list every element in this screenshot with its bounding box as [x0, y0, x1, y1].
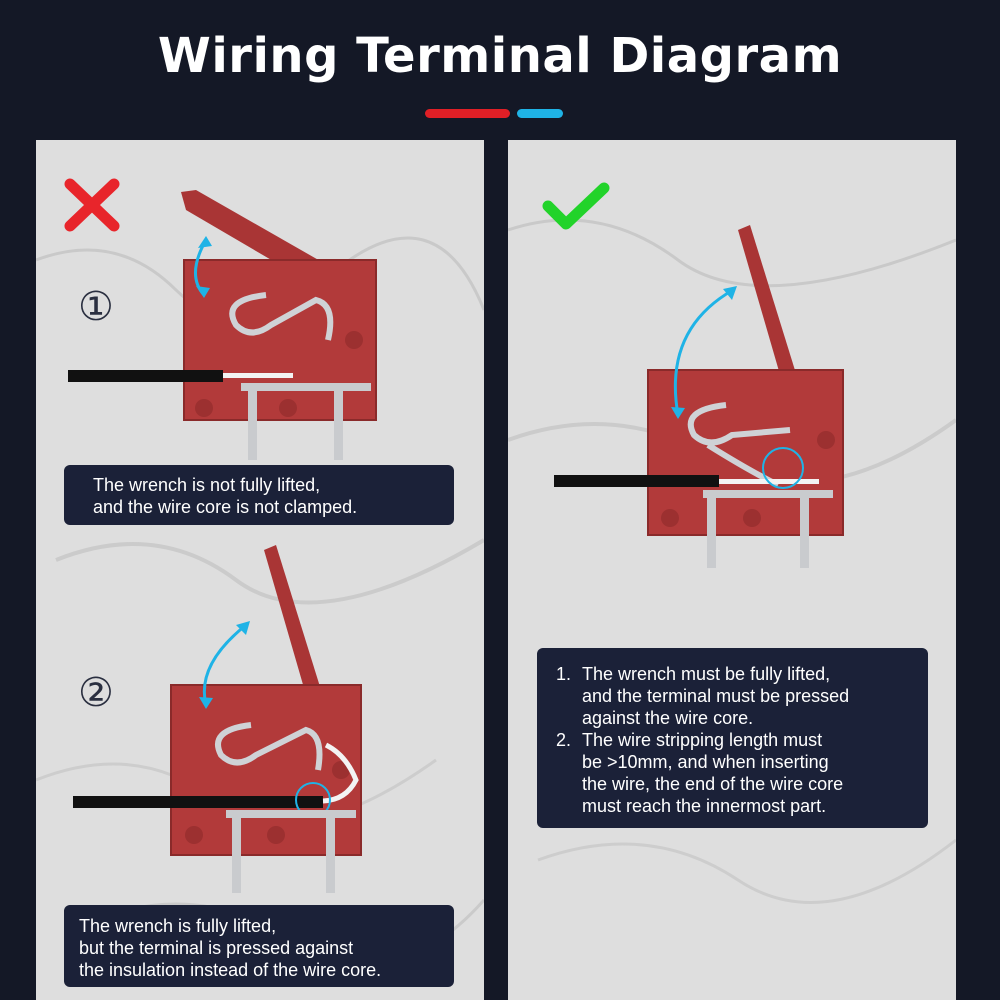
instruction-line: and the terminal must be pressed	[582, 686, 850, 706]
instruction-line: The wrench must be fully lifted,	[582, 664, 831, 684]
accent-bar-red	[425, 109, 510, 118]
instruction-number: 1.	[556, 664, 572, 684]
caption-line: but the terminal is pressed against	[79, 938, 354, 958]
instruction-line: must reach the innermost part.	[582, 796, 827, 816]
instruction-number: 2.	[556, 730, 572, 750]
terminal-illustration-1	[68, 190, 377, 460]
terminal-illustration-3	[554, 225, 844, 568]
instruction-line: be >10mm, and when inserting	[582, 752, 829, 772]
page-title: Wiring Terminal Diagram	[157, 28, 843, 84]
instructions-box: 1. The wrench must be fully lifted, and …	[537, 648, 928, 828]
caption-line: the insulation instead of the wire core.	[79, 960, 382, 980]
right-panel: 1. The wrench must be fully lifted, and …	[508, 140, 956, 1000]
caption-line: The wrench is not fully lifted,	[93, 475, 321, 495]
marble-background	[508, 140, 956, 1000]
terminal-illustration-2	[73, 545, 362, 893]
case2-caption: The wrench is fully lifted, but the term…	[64, 905, 454, 987]
check-icon	[542, 182, 610, 230]
instruction-line: The wire stripping length must	[582, 730, 823, 750]
instruction-line: the wire, the end of the wire core	[582, 774, 844, 794]
case-number-1: ①	[78, 284, 114, 330]
instruction-item: 1. The wrench must be fully lifted, and …	[556, 663, 928, 729]
case-number-2: ②	[78, 670, 114, 716]
accent-bar-blue	[517, 109, 563, 118]
case1-caption: The wrench is not fully lifted, and the …	[64, 465, 454, 525]
instruction-item: 2. The wire stripping length must be >10…	[556, 729, 928, 817]
instruction-line: against the wire core.	[582, 708, 754, 728]
caption-line: and the wire core is not clamped.	[93, 497, 358, 517]
cross-icon	[64, 178, 120, 232]
wrong-panel: ① The wrench is not fully lifted, and th…	[36, 140, 484, 1000]
caption-line: The wrench is fully lifted,	[79, 916, 277, 936]
